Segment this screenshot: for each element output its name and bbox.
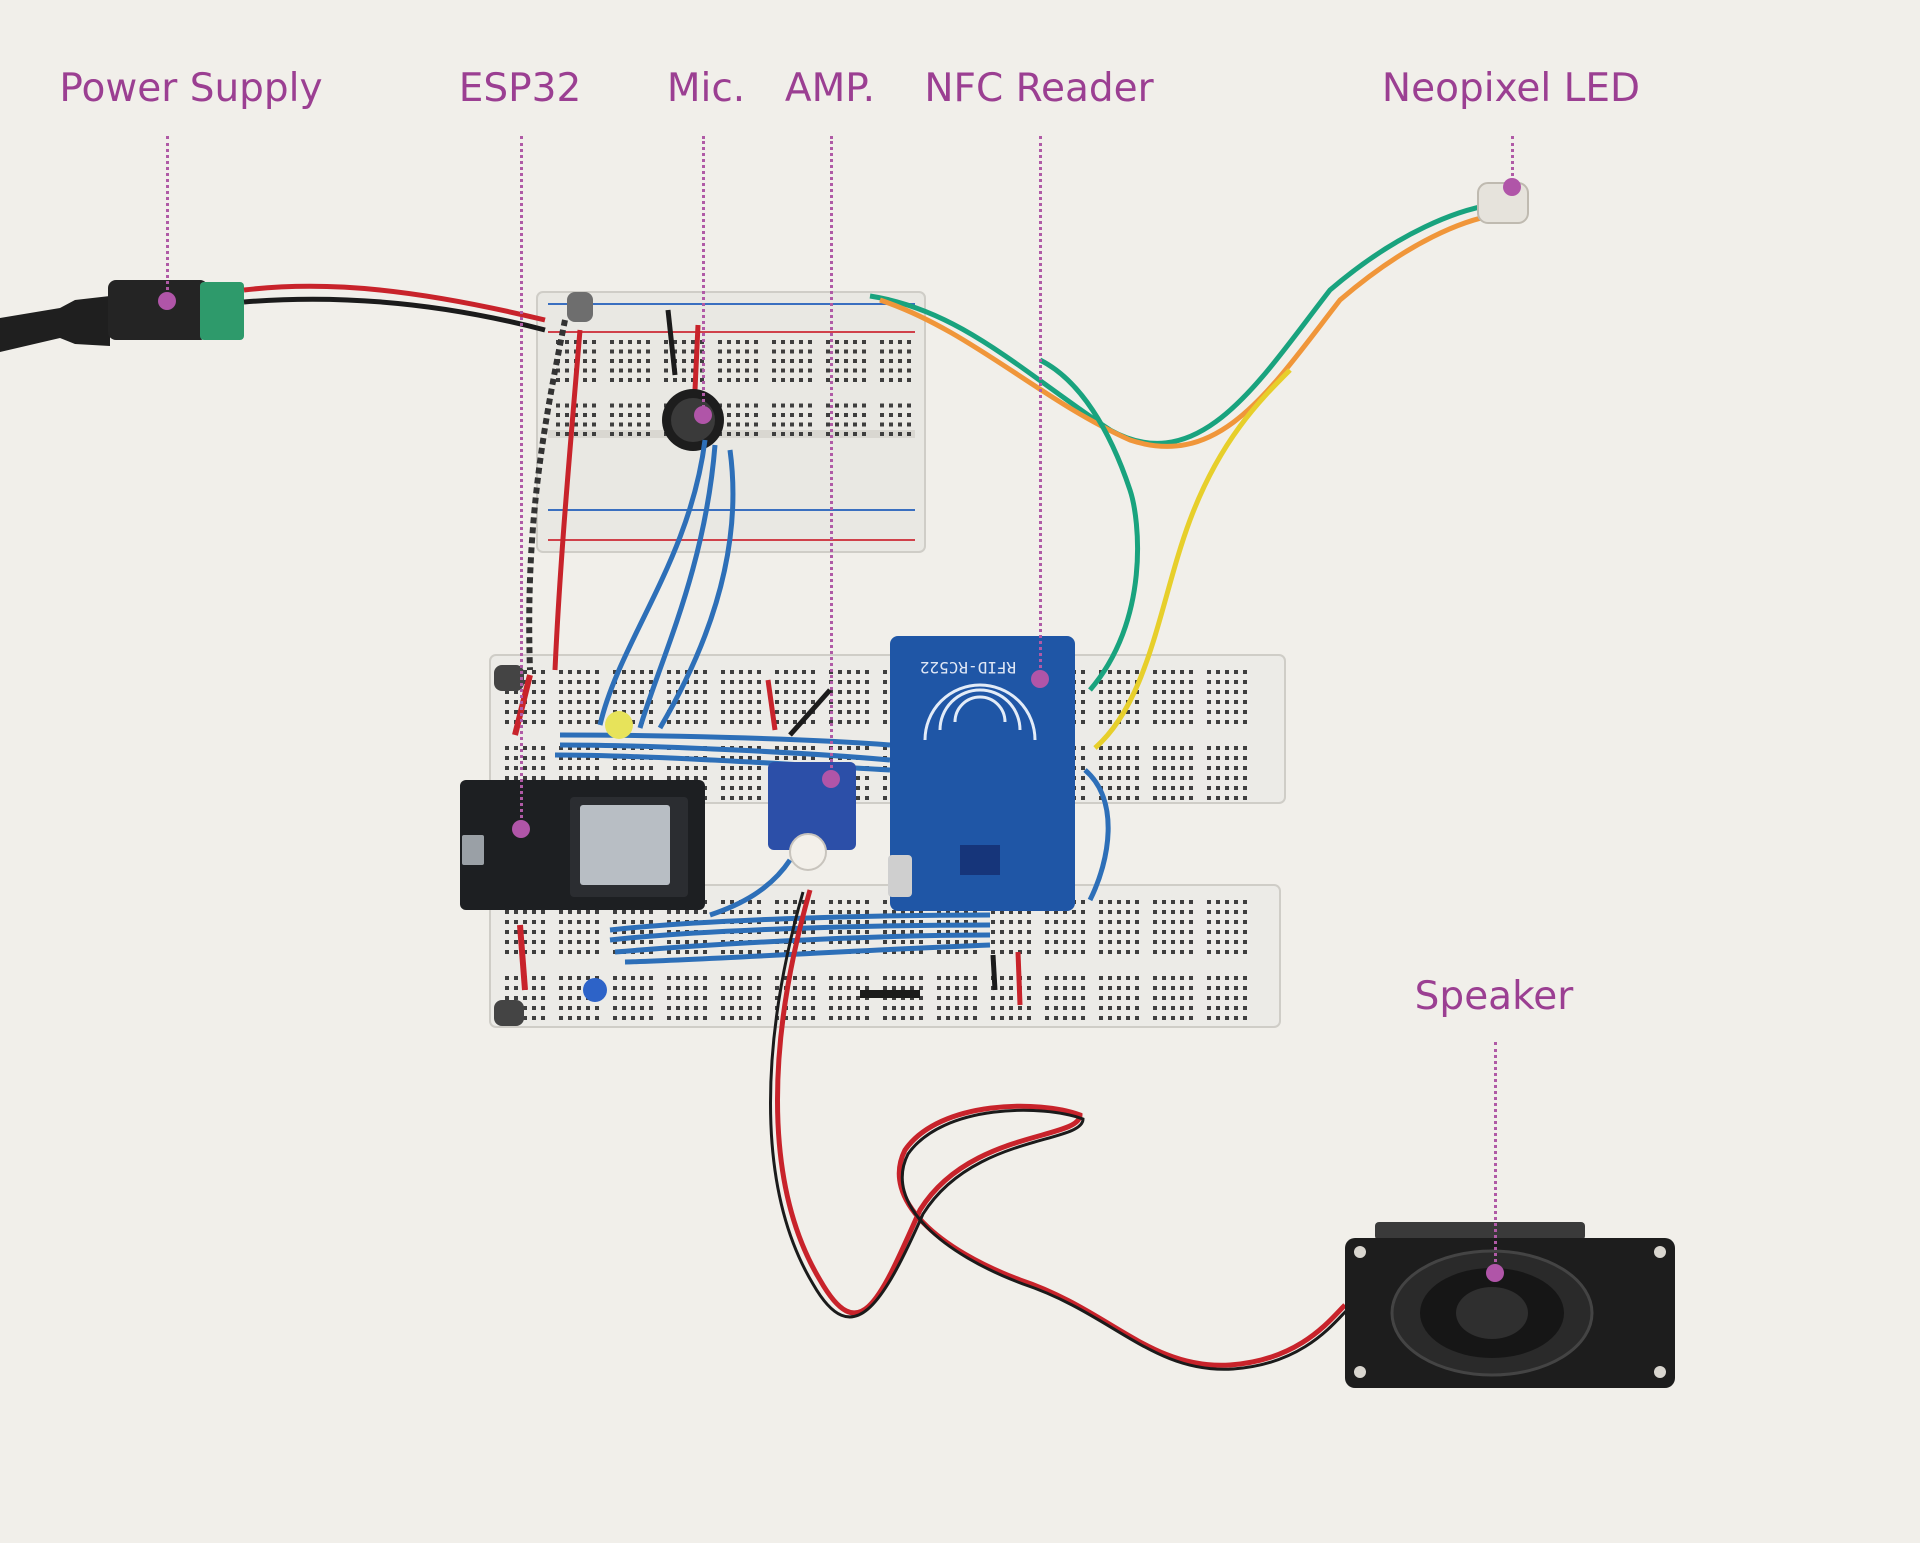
marker-neopixel-led <box>1503 178 1521 196</box>
marker-esp32 <box>512 820 530 838</box>
leader-neopixel-led <box>1511 136 1514 182</box>
label-neopixel-led: Neopixel LED <box>1381 66 1641 111</box>
marker-amp <box>822 770 840 788</box>
esp32-graphic <box>460 780 705 910</box>
marker-speaker <box>1486 1264 1504 1282</box>
nfc-reader-graphic: RFID-RC522 <box>888 636 1075 911</box>
speaker-graphic <box>1345 1222 1675 1388</box>
marker-nfc-reader <box>1031 670 1049 688</box>
leader-nfc-reader <box>1039 136 1042 674</box>
power-supply-graphic <box>0 280 546 352</box>
leader-power-supply <box>166 136 169 296</box>
leader-mic <box>702 136 705 413</box>
rfid-module-label: RFID-RC522 <box>920 658 1016 677</box>
leader-esp32 <box>520 136 523 824</box>
led-blue <box>583 978 607 1002</box>
leader-amp <box>830 136 833 774</box>
label-nfc-reader: NFC Reader <box>924 66 1154 111</box>
leader-speaker <box>1494 1042 1497 1268</box>
led-yellow <box>605 711 633 739</box>
marker-power-supply <box>158 292 176 310</box>
marker-mic <box>694 406 712 424</box>
label-speaker: Speaker <box>1414 974 1574 1019</box>
label-amp: AMP. <box>784 66 876 111</box>
label-power-supply: Power Supply <box>59 66 323 111</box>
breadboard-top <box>536 291 926 553</box>
label-mic: Mic. <box>666 66 746 111</box>
microphone-graphic <box>662 309 724 451</box>
label-esp32: ESP32 <box>458 66 582 111</box>
